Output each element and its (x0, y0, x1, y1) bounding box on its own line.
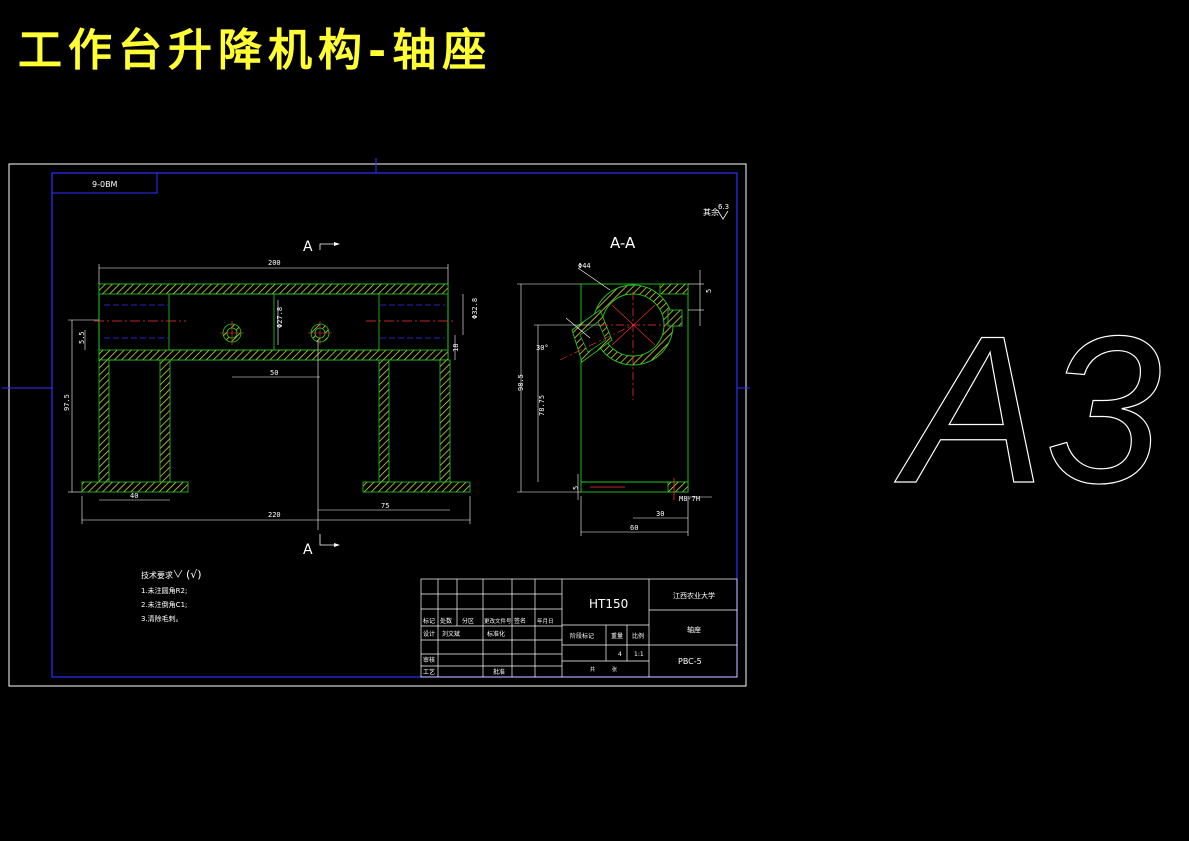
tb-process-label: 工艺 (423, 668, 435, 676)
front-view (68, 264, 471, 530)
tb-row-label-5: 签名 (514, 617, 526, 625)
dim-side-width: 60 (630, 524, 638, 532)
tb-stage-label: 阶段标记 (570, 632, 594, 640)
tb-designer-label: 设计 (423, 630, 435, 638)
dim-angle: 30° (536, 344, 549, 352)
tech-req-item-1: 1.未注圆角R2; (141, 586, 187, 595)
tb-material: HT150 (589, 597, 628, 611)
dim-hole-pitch: 50 (270, 369, 278, 377)
section-label-top: A (303, 239, 313, 255)
title-block (420, 578, 738, 678)
side-view (517, 267, 712, 536)
tb-row-label-1: 标记 (423, 617, 435, 625)
svg-text:(√): (√) (186, 568, 202, 581)
tb-weight: 4 (618, 651, 622, 658)
dim-offset-right: 30 (656, 510, 664, 518)
dim-half-span: 75 (381, 502, 389, 510)
tb-scale-label: 比例 (632, 632, 644, 640)
code-box-text: 9-0BM (92, 180, 118, 189)
tb-sheet-of: 张 (612, 666, 617, 673)
roughness-value: 6.3 (718, 203, 729, 211)
tb-drawing-no: PBC-5 (678, 657, 702, 666)
dim-tap-size: M8-7H (679, 495, 700, 503)
section-view-title: A-A (610, 234, 636, 252)
dim-side-total-height: 98.5 (517, 374, 525, 391)
dim-bore-depth: 18 (452, 344, 460, 352)
dim-total-height: 97.5 (63, 394, 71, 411)
dim-outer-bore: Φ32.8 (471, 298, 479, 319)
dim-inner-bore: Φ27.8 (276, 307, 284, 328)
dim-total-width: 220 (268, 511, 281, 519)
tb-row-label-6: 年月日 (537, 617, 554, 625)
dim-flange-size: 5 (705, 289, 713, 293)
tb-approve-label: 批准 (493, 668, 505, 676)
section-label-bottom: A (303, 542, 313, 558)
outer-frame (8, 163, 747, 687)
tech-requirements: 技术要求 (√) 1.未注圆角R2; 2.未注倒角C1; 3.清除毛刺。 (141, 568, 202, 623)
tb-review-label: 审核 (423, 656, 435, 664)
page-title: 工作台升降机构-轴座 (18, 25, 493, 76)
tb-school: 江西农业大学 (673, 591, 715, 600)
dim-bolt-diameter: Φ44 (578, 262, 591, 270)
tech-req-item-2: 2.未注倒角C1; (141, 600, 187, 609)
tb-standard-label: 标准化 (487, 630, 505, 638)
tb-row-label-3: 分区 (462, 617, 474, 625)
tb-scale: 1:1 (634, 651, 644, 658)
tb-row-label-4: 更改文件号 (484, 617, 512, 625)
dim-foot-width: 40 (130, 492, 138, 500)
tb-designer: 刘文斌 (442, 630, 460, 638)
code-box (51, 172, 158, 194)
tb-sheet-label: 共 (590, 666, 595, 673)
tb-row-label-2: 处数 (440, 617, 452, 625)
tech-req-heading: 技术要求 (141, 570, 173, 580)
dim-upper-height: 5.5 (78, 331, 86, 344)
dim-base-thickness: 5 (572, 486, 580, 490)
tb-weight-label: 重量 (611, 632, 623, 640)
roughness-note: 其余 (703, 207, 719, 217)
tech-req-item-3: 3.清除毛刺。 (141, 614, 183, 623)
inner-frame (51, 172, 738, 678)
sheet-size-label: A3 (894, 292, 1162, 527)
dim-side-center-height: 78.75 (538, 395, 546, 416)
dim-top-width: 200 (268, 259, 281, 267)
tb-part-name: 轴座 (687, 625, 701, 634)
